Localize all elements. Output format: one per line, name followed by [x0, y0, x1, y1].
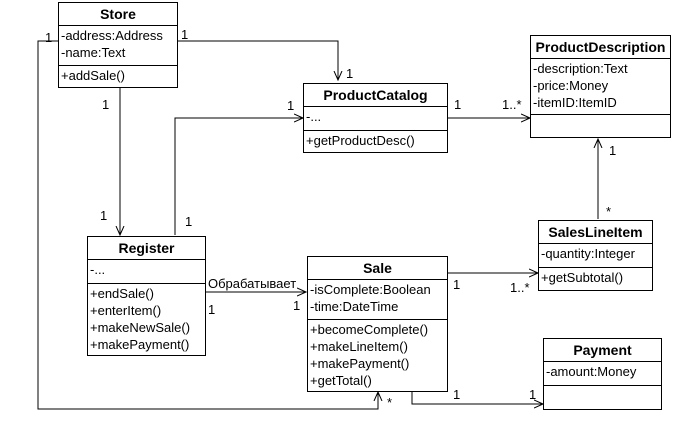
attributes-section: -address:Address -name:Text: [59, 26, 177, 66]
attribute: -itemID:ItemID: [533, 95, 617, 110]
attributes-section: -...: [88, 260, 205, 284]
multiplicity-label: 1: [208, 302, 216, 317]
store-sale-association: [37, 40, 378, 410]
attributes-section: -quantity:Integer: [539, 244, 652, 268]
multiplicity-label: 1: [453, 387, 461, 402]
method: +getSubtotal(): [541, 270, 624, 285]
sale-payment-association: [411, 392, 543, 404]
attributes-section: -...: [304, 107, 447, 131]
store-catalog-association: [178, 40, 338, 80]
method: +endSale(): [90, 286, 154, 301]
multiplicity-label: 1: [529, 387, 537, 402]
methods-section: +getSubtotal(): [539, 268, 652, 287]
method: +makeLineItem(): [310, 339, 408, 354]
register-catalog-association: [174, 118, 303, 235]
attribute: -price:Money: [533, 78, 609, 93]
class-name: Store: [59, 3, 177, 26]
methods-section: +addSale(): [59, 66, 177, 85]
class-register[interactable]: Register -... +endSale() +enterItem() +m…: [87, 236, 206, 356]
multiplicity-label: 1: [287, 98, 295, 113]
class-sale[interactable]: Sale -isComplete:Boolean -time:DateTime …: [307, 256, 448, 392]
multiplicity-label: 1: [293, 298, 301, 313]
method: +makePayment(): [90, 337, 190, 352]
multiplicity-label: *: [606, 204, 612, 219]
methods-section: +becomeComplete() +makeLineItem() +makeP…: [308, 320, 447, 390]
multiplicity-label: 1: [454, 97, 462, 112]
attribute: -address:Address: [61, 28, 163, 43]
multiplicity-label: 1: [181, 27, 189, 42]
attributes-section: -amount:Money: [544, 362, 661, 386]
class-payment[interactable]: Payment -amount:Money: [543, 338, 662, 410]
multiplicity-label: 1: [609, 143, 617, 158]
multiplicity-label: 1: [100, 208, 108, 223]
multiplicity-label: 1: [185, 214, 193, 229]
method: +addSale(): [61, 68, 125, 83]
method: +makePayment(): [310, 356, 410, 371]
class-name: Sale: [308, 257, 447, 280]
methods-section: [531, 115, 670, 117]
attribute: -amount:Money: [546, 364, 637, 379]
class-name: ProductDescription: [531, 36, 670, 59]
association-label: Обрабатывает: [208, 276, 297, 291]
methods-section: [544, 386, 661, 388]
attribute: -isComplete:Boolean: [310, 282, 431, 297]
method: +getProductDesc(): [306, 133, 415, 148]
attribute: -...: [306, 109, 322, 124]
attributes-section: -isComplete:Boolean -time:DateTime: [308, 280, 447, 320]
attribute: -...: [90, 262, 106, 277]
class-name: Register: [88, 237, 205, 260]
class-store[interactable]: Store -address:Address -name:Text +addSa…: [58, 2, 178, 88]
class-product-catalog[interactable]: ProductCatalog -... +getProductDesc(): [303, 83, 448, 153]
attribute: -name:Text: [61, 45, 126, 60]
multiplicity-label: 1: [102, 97, 110, 112]
multiplicity-label: 1..*: [510, 280, 530, 295]
attribute: -description:Text: [533, 61, 628, 76]
class-name: SalesLineItem: [539, 221, 652, 244]
class-product-description[interactable]: ProductDescription -description:Text -pr…: [530, 35, 671, 138]
multiplicity-label: *: [387, 395, 393, 410]
method: +makeNewSale(): [90, 320, 191, 335]
methods-section: +getProductDesc(): [304, 131, 447, 150]
class-name: ProductCatalog: [304, 84, 447, 107]
multiplicity-label: 1..*: [502, 97, 522, 112]
class-sales-line-item[interactable]: SalesLineItem -quantity:Integer +getSubt…: [538, 220, 653, 291]
method: +enterItem(): [90, 303, 162, 318]
method: +getTotal(): [310, 373, 372, 388]
methods-section: +endSale() +enterItem() +makeNewSale() +…: [88, 284, 205, 354]
attribute: -time:DateTime: [310, 299, 399, 314]
method: +becomeComplete(): [310, 322, 429, 337]
multiplicity-label: 1: [453, 277, 461, 292]
multiplicity-label: 1: [346, 66, 354, 81]
attributes-section: -description:Text -price:Money -itemID:I…: [531, 59, 670, 115]
multiplicity-label: 1: [45, 30, 53, 45]
attribute: -quantity:Integer: [541, 246, 635, 261]
class-name: Payment: [544, 339, 661, 362]
